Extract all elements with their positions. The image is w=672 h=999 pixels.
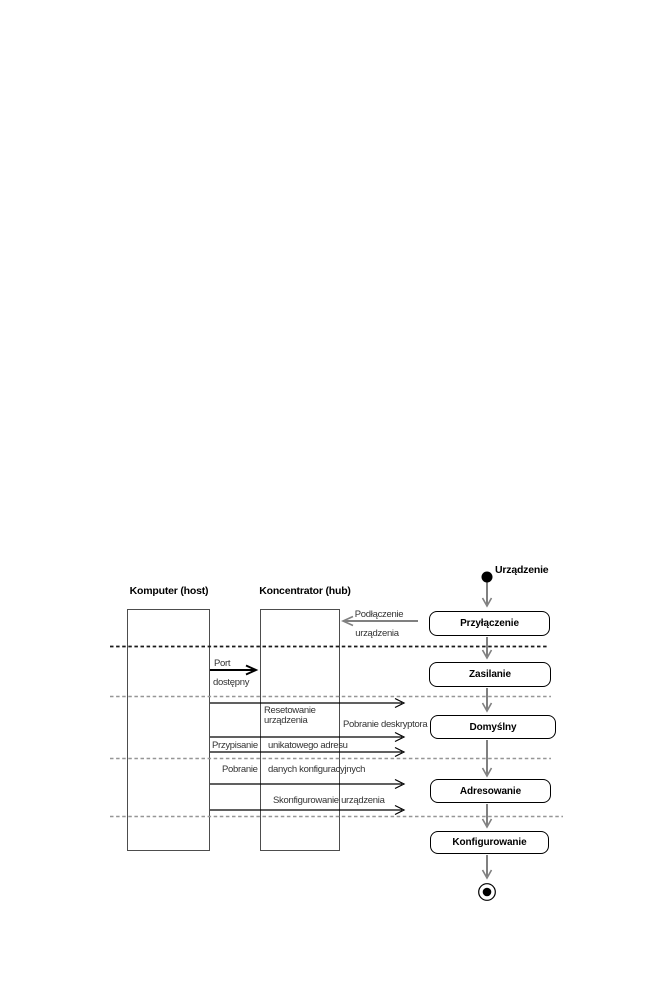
initial-state-node	[481, 571, 493, 583]
transition-konfigurowanie-final	[481, 855, 493, 880]
state-konfigurowanie: Konfigurowanie	[430, 831, 549, 854]
message-arrow-resetowanie	[210, 697, 406, 709]
message-label-port-line2: dostępny	[213, 677, 250, 688]
state-zasilanie: Zasilanie	[429, 662, 551, 687]
lifeline-header-hub: Koncentrator (hub)	[259, 585, 351, 597]
message-arrow-port-dostepny	[210, 664, 259, 676]
transition-zasilanie-domyslny	[481, 688, 493, 713]
message-label-pobranie-deskryptora: Pobranie deskryptora	[343, 719, 428, 730]
state-adresowanie-label: Adresowanie	[459, 785, 522, 797]
final-state-node	[478, 883, 496, 901]
lifeline-box-hub	[260, 609, 340, 851]
message-arrow-pobranie-deskryptora	[210, 731, 406, 743]
lifeline-header-host: Komputer (host)	[129, 585, 209, 597]
state-przylaczenie: Przyłączenie	[429, 611, 550, 636]
transition-start-to-przylaczenie	[481, 582, 493, 608]
state-adresowanie: Adresowanie	[430, 779, 551, 803]
state-przylaczenie-label: Przyłączenie	[460, 618, 519, 629]
message-label-przypisanie-left: Przypisanie	[212, 740, 258, 751]
state-domyslny: Domyślny	[430, 715, 556, 739]
message-arrow-przypisanie-adresu	[210, 746, 406, 758]
message-label-przypisanie-right: unikatowego adresu	[268, 740, 348, 751]
message-label-skonfigurowanie: Skonfigurowanie urządzenia	[273, 795, 385, 806]
transition-domyslny-adresowanie	[481, 740, 493, 778]
message-label-resetowanie-line1: Resetowanie	[264, 705, 316, 716]
message-label-pobranie-left: Pobranie	[222, 764, 258, 775]
state-zasilanie-label: Zasilanie	[469, 669, 511, 680]
state-konfigurowanie-label: Konfigurowanie	[452, 837, 527, 848]
message-label-port-line1: Port	[214, 658, 231, 669]
message-label-resetowanie-line2: urządzenia	[264, 715, 308, 726]
state-domyslny-label: Domyślny	[469, 721, 517, 733]
lifeline-box-host	[127, 609, 210, 851]
message-label-podlaczenie-line1: Podłączenie	[354, 609, 404, 620]
transition-przylaczenie-zasilanie	[481, 637, 493, 660]
message-arrow-pobranie-danych	[210, 778, 406, 790]
message-arrow-podlaczenie	[341, 615, 418, 627]
transition-adresowanie-konfigurowanie	[481, 804, 493, 829]
message-label-podlaczenie-line2: urządzenia	[355, 628, 399, 639]
start-node-label: Urządzenie	[495, 564, 549, 576]
message-label-pobranie-right: danych konfiguracyjnych	[268, 764, 366, 775]
message-arrow-skonfigurowanie	[210, 804, 406, 816]
